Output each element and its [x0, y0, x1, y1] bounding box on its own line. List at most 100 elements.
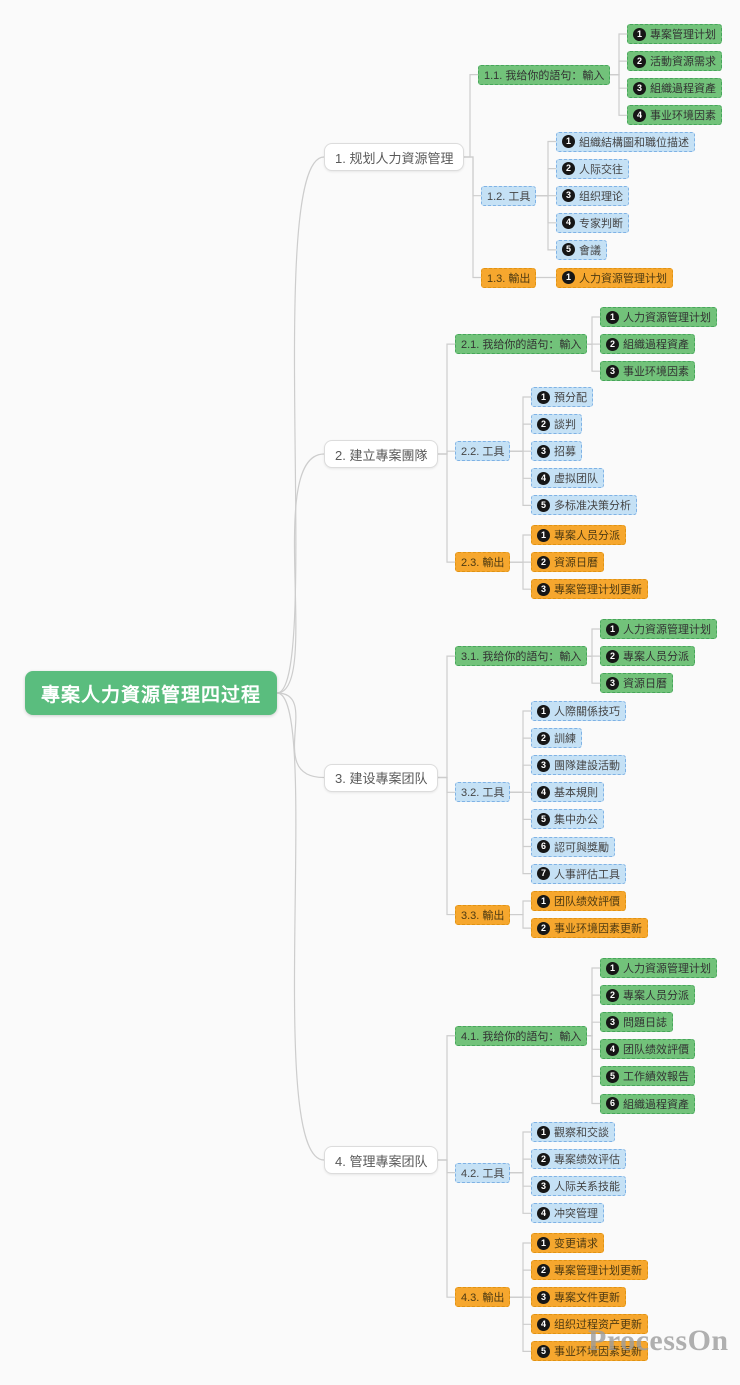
branch-node[interactable]: 1. 规划人力資源管理 — [324, 143, 465, 171]
group-node[interactable]: 4.3. 輸出 — [455, 1287, 511, 1308]
number-badge: 1 — [633, 27, 646, 41]
group-node[interactable]: 1.2. 工具 — [481, 185, 537, 206]
number-badge: 1 — [606, 961, 619, 975]
leaf-label: 資源日曆 — [623, 678, 667, 691]
leaf-label: 組織過程資產 — [650, 83, 716, 96]
leaf-label: 專案人员分派 — [623, 651, 689, 664]
leaf-label: 問題日誌 — [623, 1017, 667, 1030]
connector — [610, 60, 627, 76]
group-node[interactable]: 2.2. 工具 — [455, 441, 511, 462]
leaf-node[interactable]: 2 專案人员分派 — [600, 646, 695, 667]
leaf-label: 工作績效報告 — [623, 1071, 689, 1084]
leaf-label: 專案管理计划 — [650, 29, 716, 41]
number-badge: 4 — [537, 785, 550, 799]
connector — [464, 156, 481, 279]
leaf-label: 招募 — [554, 446, 576, 459]
group-node[interactable]: 1.1. 我给你的語句：輸入 — [478, 64, 611, 85]
number-badge: 6 — [537, 840, 550, 853]
leaf-label: 集中办公 — [554, 814, 598, 827]
number-badge: 4 — [537, 1317, 550, 1331]
group-node[interactable]: 1.3. 輸出 — [481, 267, 537, 288]
number-badge: 2 — [562, 162, 575, 176]
branch-node[interactable]: 3. 建设專案团队 — [324, 763, 439, 792]
number-badge: 1 — [562, 135, 575, 148]
connector — [587, 967, 600, 1037]
group-node[interactable]: 3.1. 我给你的語句：輸入 — [455, 646, 588, 667]
leaf-label: 專案人员分派 — [554, 530, 620, 542]
leaf-label: 活動資源需求 — [650, 56, 716, 69]
leaf-label: 专家判断 — [579, 217, 623, 230]
group-node[interactable]: 4.2. 工具 — [455, 1162, 511, 1183]
group-node[interactable]: 3.2. 工具 — [455, 782, 511, 803]
leaf-label: 人力資源管理计划 — [579, 272, 667, 285]
number-badge: 3 — [537, 582, 550, 596]
number-badge: 3 — [606, 364, 619, 378]
leaf-label: 人际关系技能 — [554, 1181, 620, 1194]
connector — [510, 561, 531, 590]
connector — [464, 74, 478, 158]
number-badge: 1 — [562, 271, 575, 284]
group-node[interactable]: 2.3. 輸出 — [455, 552, 511, 573]
root-node[interactable]: 專案人力資源管理四过程 — [25, 671, 278, 715]
leaf-node[interactable]: 1 專案管理计划 — [627, 24, 722, 44]
number-badge: 2 — [606, 649, 619, 663]
number-badge: 4 — [633, 108, 646, 122]
group-node[interactable]: 3.3. 輸出 — [455, 904, 511, 925]
leaf-label: 虚拟团队 — [554, 473, 598, 486]
number-badge: 2 — [537, 1263, 550, 1277]
branch-node[interactable]: 4. 管理專案团队 — [324, 1146, 439, 1174]
leaf-node[interactable]: 1 人力資源管理计划 — [556, 267, 673, 288]
connector — [587, 628, 600, 657]
group-node[interactable]: 4.1. 我给你的語句：輸入 — [455, 1025, 588, 1046]
branch-node[interactable]: 2. 建立專案團隊 — [324, 440, 439, 468]
connector — [510, 791, 531, 820]
connector — [438, 1159, 455, 1298]
group-node[interactable]: 2.1. 我给你的語句：輸入 — [455, 334, 588, 355]
